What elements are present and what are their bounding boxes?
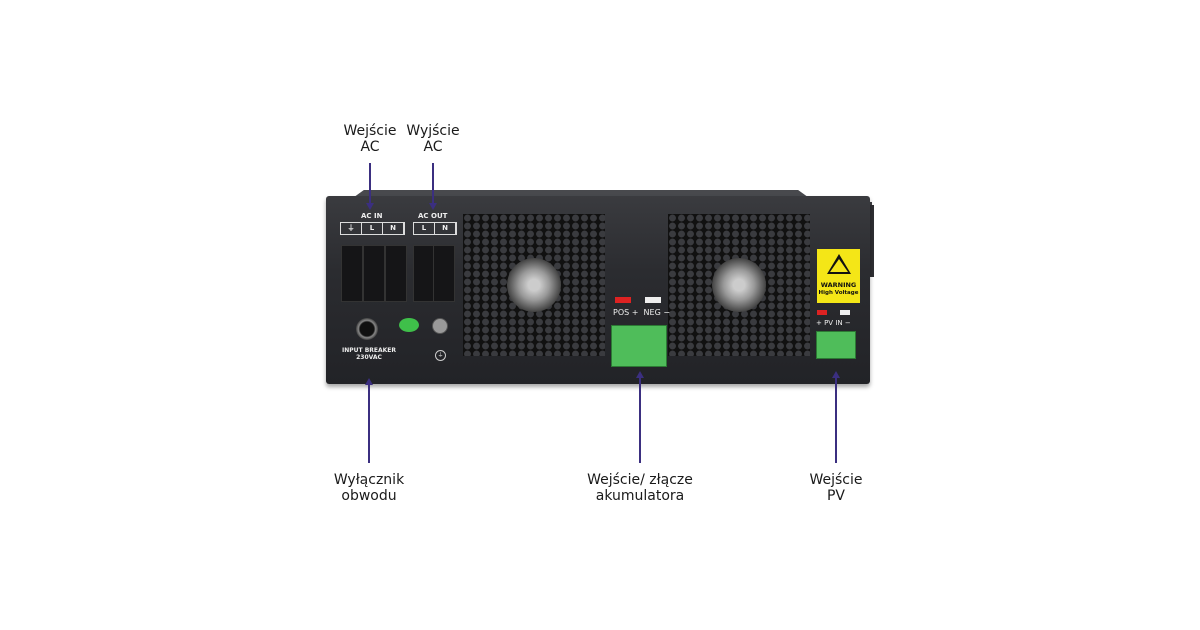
positive-marker xyxy=(615,297,631,303)
certification-sticker xyxy=(399,318,419,332)
negative-marker xyxy=(645,297,661,303)
n-terminal-label: N xyxy=(383,223,404,234)
callout-line xyxy=(835,376,837,463)
battery-terminal xyxy=(611,325,667,367)
ac-terminal-block xyxy=(433,245,455,302)
ac-terminal-block xyxy=(363,245,385,302)
input-breaker-button[interactable] xyxy=(356,318,378,340)
warning-title: WARNING xyxy=(820,281,857,289)
arrow-up-icon xyxy=(832,371,840,378)
ac-terminal-block xyxy=(341,245,363,302)
ground-terminal-label: ⏚ xyxy=(341,223,362,234)
ac-out-terminal-labels: L N xyxy=(413,222,457,235)
ground-symbol-icon: ⏚ xyxy=(435,350,446,361)
ac-out-label: AC OUT xyxy=(418,212,448,220)
high-voltage-warning-sticker: WARNING High Voltage xyxy=(817,249,860,303)
pv-in-label: + PV IN − xyxy=(816,319,851,327)
arrow-down-icon xyxy=(429,203,437,210)
l-terminal-label: L xyxy=(414,223,435,234)
ac-in-terminal-labels: ⏚ L N xyxy=(340,222,405,235)
ac-terminal-block xyxy=(413,245,435,302)
pv-negative-marker xyxy=(840,310,850,315)
device-top-bevel xyxy=(350,190,812,200)
l-terminal-label: L xyxy=(362,223,383,234)
pv-terminal xyxy=(816,331,856,359)
ac-in-label: AC IN xyxy=(361,212,383,220)
battery-polarity-label: POS + NEG − xyxy=(613,308,671,317)
callout-line xyxy=(432,163,434,205)
callout-line xyxy=(369,163,371,205)
arrow-up-icon xyxy=(636,371,644,378)
callout-line xyxy=(368,383,370,463)
fan-hub-icon xyxy=(712,258,766,312)
cooling-fan-right xyxy=(668,214,810,356)
ac-terminal-block xyxy=(385,245,407,302)
arrow-up-icon xyxy=(365,378,373,385)
cooling-fan-left xyxy=(463,214,605,356)
pv-positive-marker xyxy=(817,310,827,315)
fan-hub-icon xyxy=(507,258,561,312)
arrow-down-icon xyxy=(366,203,374,210)
n-terminal-label: N xyxy=(435,223,456,234)
warning-subtitle: High Voltage xyxy=(818,290,859,296)
callout-line xyxy=(639,376,641,463)
ground-screw xyxy=(432,318,448,334)
